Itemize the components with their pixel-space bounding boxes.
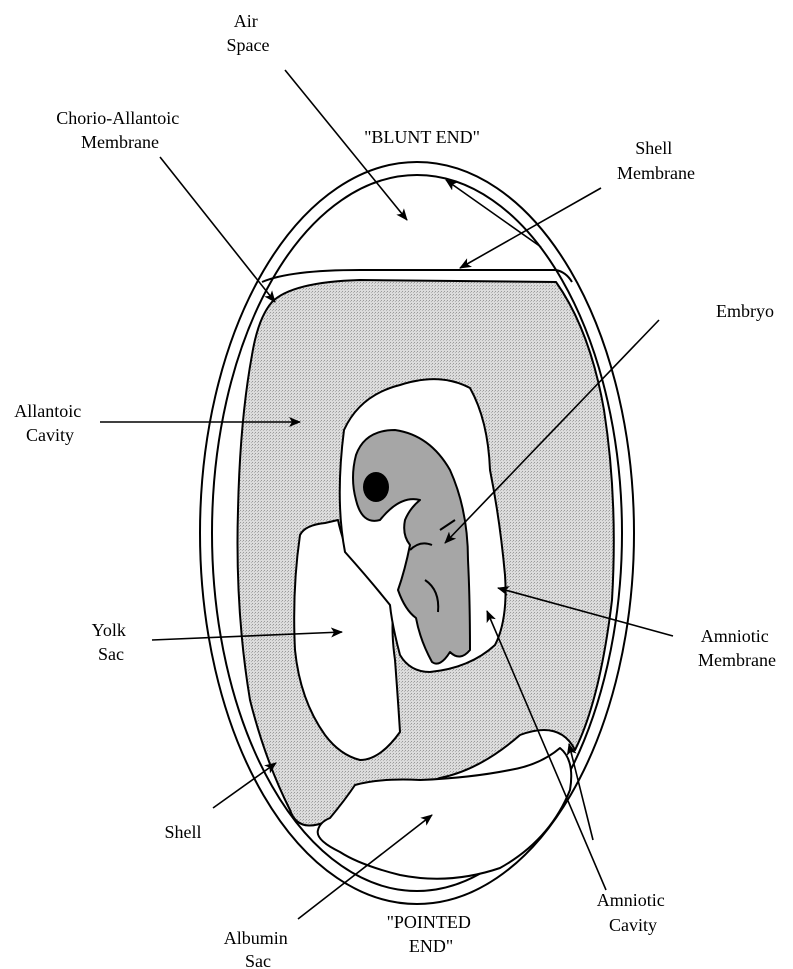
- label-pointed-end: "POINTED END": [387, 912, 476, 956]
- label-shell: Shell: [164, 822, 201, 842]
- label-air-space: Air Space: [227, 11, 270, 55]
- label-amniotic-cavity: Amniotic Cavity: [597, 890, 670, 935]
- label-albumin-sac: Albumin Sac: [224, 928, 293, 969]
- label-yolk-sac: Yolk Sac: [92, 620, 131, 664]
- label-amniotic-membrane: Amniotic Membrane: [698, 626, 776, 670]
- label-chorio-allantoic-membrane: Chorio-Allantoic Membrane: [56, 108, 183, 152]
- embryo-eye: [363, 472, 389, 502]
- label-allantoic-cavity: Allantoic Cavity: [14, 401, 85, 445]
- label-blunt-end: "BLUNT END": [364, 127, 480, 147]
- arrow-shell-membrane-1: [460, 188, 601, 268]
- arrow-chorio-allantoic-membrane: [160, 157, 275, 302]
- label-shell-membrane: Shell Membrane: [617, 138, 695, 183]
- label-embryo: Embryo: [716, 301, 774, 321]
